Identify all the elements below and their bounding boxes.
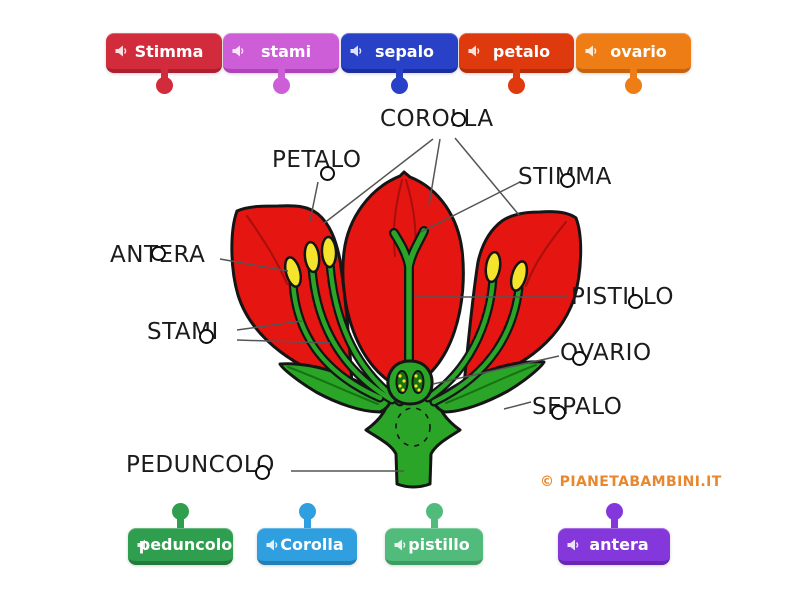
speaker-icon[interactable] [566,537,581,552]
chip-label: Stimma [134,41,204,61]
chip-label: antera [589,535,649,554]
diagram-label-corolla: COROLLA [380,106,494,132]
speaker-icon[interactable] [349,44,364,59]
chip-label: petalo [492,41,551,61]
word-chip-sepalo[interactable]: sepalo [341,33,458,94]
speaker-icon[interactable] [231,44,246,59]
chip-pin [508,69,525,94]
speaker-icon[interactable] [136,537,151,552]
chip-pin [155,69,173,94]
chip-pin [172,503,189,528]
word-chip-corolla[interactable]: Corolla [257,503,357,565]
drop-target-peduncolo[interactable] [255,465,270,480]
word-chip-petalo[interactable]: petalo [459,33,574,94]
drop-target-corolla[interactable] [451,112,466,127]
drop-target-petalo[interactable] [320,166,335,181]
diagram-label-pistillo: PISTILLO [571,284,674,310]
diagram-label-petalo: PETALO [272,147,362,173]
chip-label: pistillo [408,535,470,554]
speaker-icon[interactable] [467,44,482,59]
chip-pin [298,503,316,528]
chip-label: peduncolo [138,535,233,554]
watermark: © PIANETABAMBINI.IT [540,474,722,490]
chip-label: stami [260,41,312,61]
word-chip-antera[interactable]: antera [558,503,670,565]
drop-target-stami[interactable] [199,329,214,344]
drop-target-stimma[interactable] [560,173,575,188]
chip-label: Corolla [280,535,344,554]
chip-pin [625,69,642,94]
speaker-icon[interactable] [584,44,599,59]
drop-target-ovario[interactable] [572,351,587,366]
drop-target-antera[interactable] [151,246,166,261]
chip-pin [272,69,290,94]
word-chip-stimma[interactable]: Stimma [106,33,222,94]
word-chip-ovario[interactable]: ovario [576,33,691,94]
chip-label: sepalo [374,41,435,61]
chip-pin [391,69,408,94]
diagram-label-sepalo: SEPALO [532,394,623,420]
word-chip-pistillo[interactable]: pistillo [385,503,483,565]
speaker-icon[interactable] [393,537,408,552]
speaker-icon[interactable] [114,44,129,59]
word-chip-peduncolo[interactable]: peduncolo [128,503,233,565]
drop-target-sepalo[interactable] [551,405,566,420]
word-chip-stami[interactable]: stami [223,33,339,94]
diagram-label-peduncolo: PEDUNCOLO [126,452,275,478]
chip-pin [605,503,623,528]
chip-label: ovario [610,41,667,61]
chip-pin [425,503,443,528]
speaker-icon[interactable] [265,537,280,552]
drop-target-pistillo[interactable] [628,294,643,309]
